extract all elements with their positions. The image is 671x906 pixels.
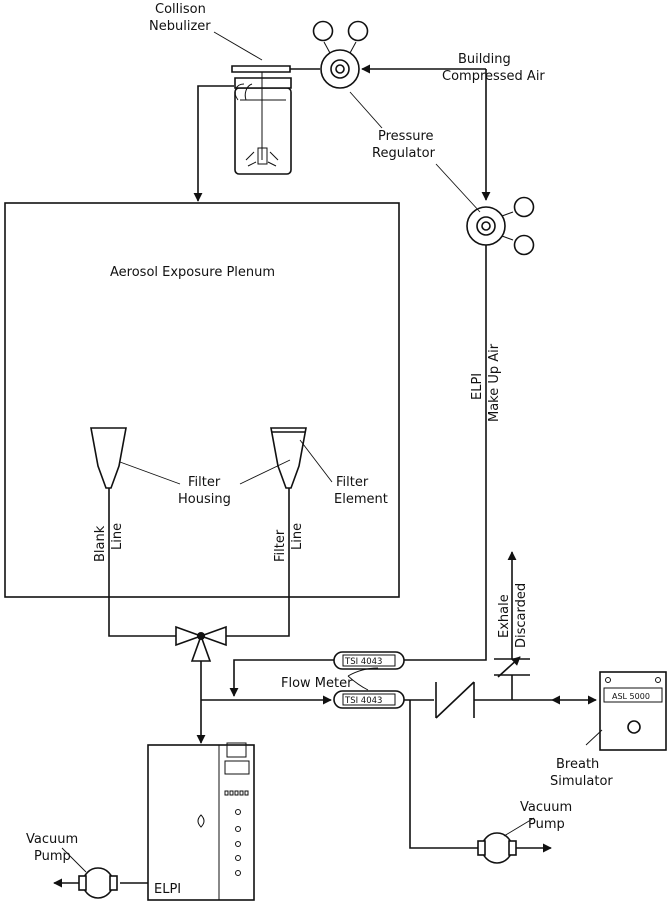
elpi-makeup-label-line1: ELPI (470, 373, 485, 400)
filter-line-label-line2: Line (290, 523, 305, 550)
collison-label-line2: Nebulizer (149, 19, 211, 34)
filter-housing-label-line1: Filter (188, 475, 221, 490)
pressure-regulator-top (312, 20, 369, 89)
pressure-label-line2: Regulator (372, 146, 436, 161)
filter-housing-left (90, 427, 127, 489)
tsi-bottom-label: TSI 4043 (344, 696, 382, 706)
vacuum-pump-left (78, 867, 118, 899)
exhale-label-line1: Exhale (497, 594, 512, 638)
breath-label-line2: Simulator (550, 774, 613, 789)
filter-line-label-line1: Filter (273, 529, 288, 562)
flow-meter-label: Flow Meter (281, 676, 353, 691)
vacuum-pump-right (477, 832, 517, 864)
elpi-makeup-label-line2: Make Up Air (487, 343, 502, 422)
vacuum-right-label-line1: Vacuum (520, 800, 572, 815)
collison-label-line1: Collison (155, 2, 206, 17)
pressure-regulator-right (466, 196, 535, 256)
plenum-label: Aerosol Exposure Plenum (110, 265, 275, 280)
check-valve-exhale (494, 656, 530, 678)
pressure-label-line1: Pressure (378, 129, 434, 144)
check-valve-inhale (435, 681, 475, 719)
exhale-label-line2: Discarded (514, 583, 529, 648)
elpi-unit-label: ELPI (154, 882, 181, 897)
filter-element-label-line1: Filter (336, 475, 369, 490)
aerosol-exposure-plenum (4, 202, 400, 598)
vacuum-left-label-line1: Vacuum (26, 832, 78, 847)
filter-housing-label-line2: Housing (178, 492, 231, 507)
breath-label-line1: Breath (556, 757, 599, 772)
collison-nebulizer (231, 65, 292, 175)
vacuum-right-label-line2: Pump (528, 817, 565, 832)
tsi-top-label: TSI 4043 (344, 657, 382, 667)
asl-label: ASL 5000 (612, 692, 650, 701)
building-label-line2: Compressed Air (442, 69, 545, 84)
asl-5000-breath-simulator (599, 671, 667, 751)
vacuum-left-label-line2: Pump (34, 849, 71, 864)
three-way-valve (175, 625, 227, 662)
elpi-instrument (147, 742, 255, 901)
building-label-line1: Building (458, 52, 511, 67)
blank-line-label-line2: Line (110, 523, 125, 550)
blank-line-label-line1: Blank (93, 525, 108, 562)
filter-element-label-line2: Element (334, 492, 388, 507)
